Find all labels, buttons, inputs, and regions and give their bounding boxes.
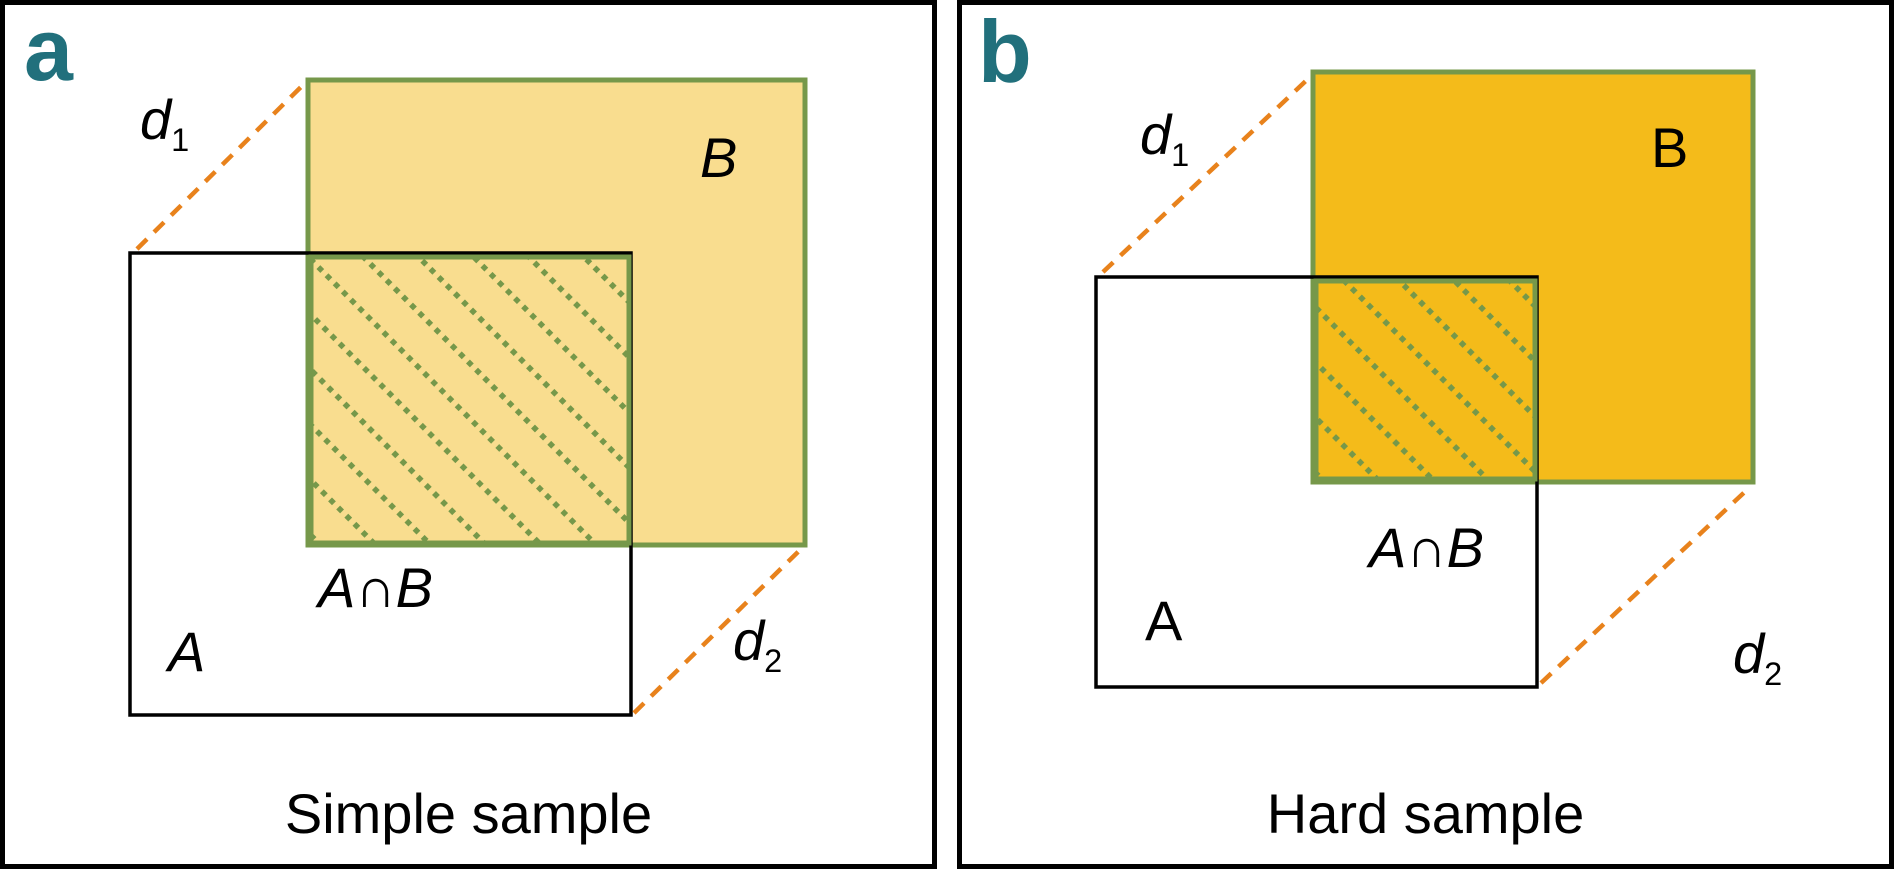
label-d2-base: d <box>733 609 765 672</box>
line-d2 <box>632 547 803 715</box>
label-d2-sub: 2 <box>764 643 783 680</box>
line-d2 <box>1539 485 1752 685</box>
line-d1 <box>1101 76 1311 274</box>
panel-a-drawing <box>0 0 937 869</box>
rect-set-a <box>1094 275 1539 689</box>
panel-a: a d1 B A∩B A d2 Simple sample <box>0 0 937 870</box>
label-d1-base: d <box>140 88 172 151</box>
panel-b-border <box>957 0 1894 869</box>
panel-tag: a <box>24 0 73 99</box>
label-d2: d2 <box>733 613 782 678</box>
panel-a-border <box>0 0 937 869</box>
label-set-b: B <box>1651 116 1689 179</box>
rect-intersection <box>308 254 632 546</box>
label-set-a: A <box>168 620 206 683</box>
label-set-a: A <box>1145 589 1183 652</box>
rect-intersection <box>1313 278 1538 482</box>
line-d1 <box>135 81 307 251</box>
panel-b-drawing <box>957 0 1894 869</box>
panel-caption: Simple sample <box>284 782 653 845</box>
label-d1: d1 <box>1140 107 1189 172</box>
panel-tag: b <box>978 2 1032 101</box>
label-d2-sub: 2 <box>1764 656 1783 693</box>
label-d1: d1 <box>140 92 189 157</box>
panel-b: b d1 B A∩B A d2 Hard sample <box>957 0 1894 870</box>
label-set-b: B <box>700 126 738 189</box>
label-d1-sub: 1 <box>171 122 190 159</box>
label-d1-base: d <box>1140 103 1172 166</box>
label-intersection: A∩B <box>318 556 433 619</box>
label-intersection: A∩B <box>1369 516 1484 579</box>
panel-caption: Hard sample <box>1266 782 1585 845</box>
label-d1-sub: 1 <box>1171 137 1190 174</box>
label-d2: d2 <box>1733 626 1782 691</box>
label-d2-base: d <box>1733 622 1765 685</box>
